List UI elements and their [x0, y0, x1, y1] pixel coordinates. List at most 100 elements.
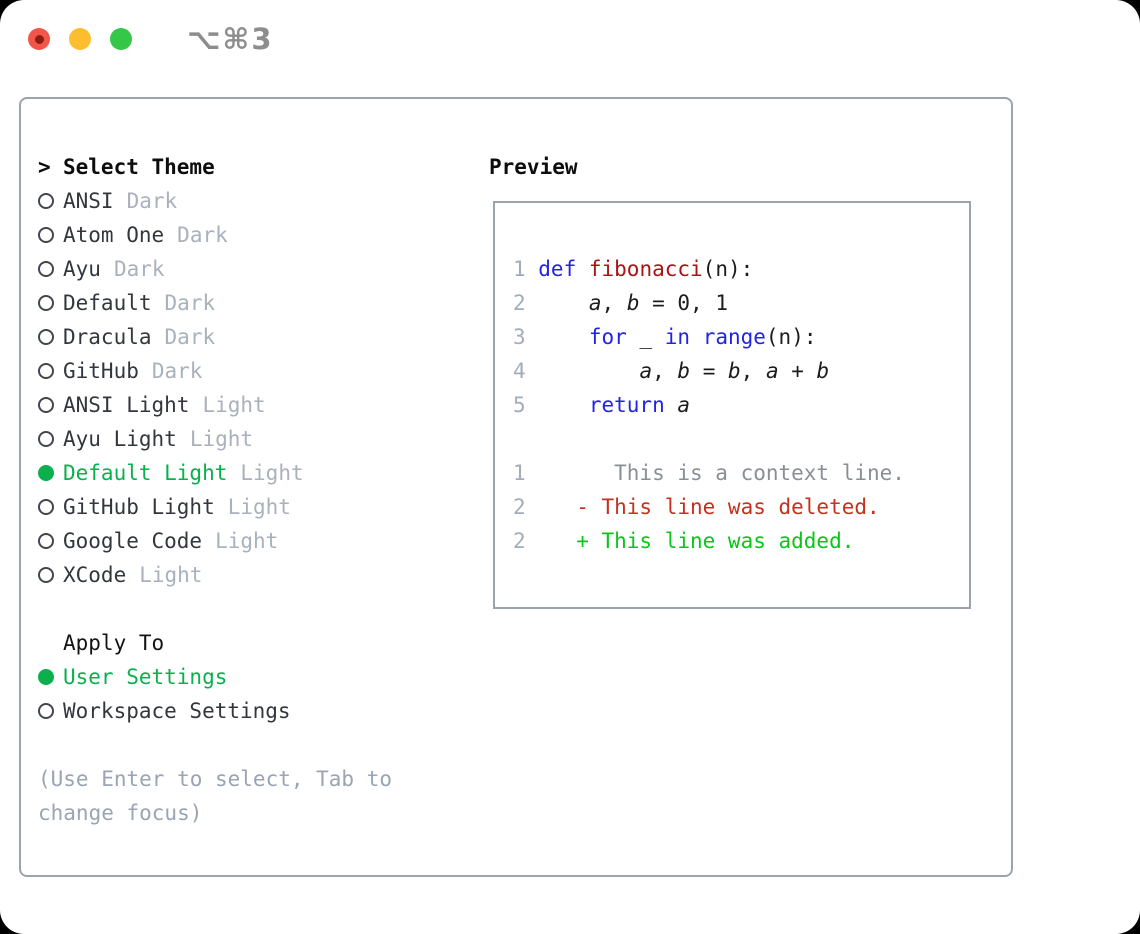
radio-dot-icon: [38, 465, 54, 481]
code-text: return a: [538, 388, 690, 422]
radio-icon: [38, 363, 63, 379]
code-token: [538, 359, 639, 383]
code-token: ,: [652, 359, 678, 383]
line-number: 1: [513, 257, 526, 281]
code-line: 5 return a: [513, 388, 969, 422]
code-line: 2 + This line was added.: [513, 524, 969, 558]
code-token: for: [588, 325, 627, 349]
line-number: 3: [513, 325, 526, 349]
code-token: b: [677, 359, 691, 383]
radio-dot-icon: [38, 669, 54, 685]
theme-list-title: Select Theme: [63, 155, 215, 179]
code-token: a: [765, 359, 779, 383]
radio-icon: [38, 465, 63, 481]
theme-variant: Dark: [126, 189, 178, 213]
theme-variant: Light: [215, 529, 279, 553]
radio-dot-icon: [38, 329, 54, 345]
code-token: - This line was deleted.: [538, 495, 880, 519]
code-text: - This line was deleted.: [538, 490, 879, 524]
theme-option[interactable]: Atom One Dark: [38, 218, 487, 252]
code-token: b: [727, 359, 741, 383]
theme-variant: Dark: [177, 223, 228, 247]
code-token: ,: [601, 291, 627, 315]
code-token: ,: [740, 359, 766, 383]
radio-icon: [38, 703, 63, 719]
theme-variant: Dark: [151, 359, 203, 383]
code-token: This is a context line.: [538, 461, 905, 485]
keyboard-hint: (Use Enter to select, Tab to change focu…: [38, 767, 393, 825]
apply-to-header: Apply To: [38, 626, 487, 660]
cursor-icon: >: [38, 155, 51, 179]
radio-dot-icon: [38, 193, 54, 209]
apply-option[interactable]: Workspace Settings: [38, 694, 487, 728]
code-token: fibonacci: [588, 257, 703, 281]
minimize-button-icon[interactable]: [69, 28, 91, 50]
radio-icon: [38, 397, 63, 413]
line-number: 5: [513, 393, 526, 417]
code-text: + This line was added.: [538, 524, 854, 558]
radio-dot-icon: [38, 397, 54, 413]
code-line: 1 def fibonacci(n):: [513, 252, 969, 286]
code-line: 3 for _ in range(n):: [513, 320, 969, 354]
code-token: a: [677, 393, 691, 417]
radio-dot-icon: [38, 295, 54, 311]
code-token: + This line was added.: [538, 529, 855, 553]
code-token: a: [588, 291, 602, 315]
code-token: def: [538, 257, 577, 281]
theme-name: Ayu Light: [63, 427, 177, 451]
theme-option[interactable]: GitHub Dark: [38, 354, 487, 388]
line-number: 2: [513, 495, 526, 519]
line-number: 4: [513, 359, 526, 383]
radio-icon: [38, 669, 63, 685]
theme-name: Atom One: [63, 223, 165, 247]
theme-name: Ayu: [63, 257, 101, 281]
theme-variant: Dark: [164, 325, 216, 349]
line-number: 1: [513, 461, 526, 485]
code-token: [538, 325, 589, 349]
close-button-icon[interactable]: [28, 28, 50, 50]
theme-name: Google Code: [63, 529, 203, 553]
radio-dot-icon: [38, 703, 54, 719]
title-bar: ⌥⌘3: [0, 0, 1140, 78]
theme-name: GitHub: [63, 359, 139, 383]
radio-icon: [38, 193, 63, 209]
theme-list-header: > Select Theme: [38, 150, 487, 184]
code-line: [513, 422, 969, 456]
line-number: 2: [513, 529, 526, 553]
code-line: 2 a, b = 0, 1: [513, 286, 969, 320]
code-line: 1 This is a context line.: [513, 456, 969, 490]
code-token: a: [639, 359, 653, 383]
radio-icon: [38, 533, 63, 549]
code-token: =: [690, 359, 728, 383]
theme-option[interactable]: GitHub Light Light: [38, 490, 487, 524]
window-title: ⌥⌘3: [187, 22, 274, 56]
radio-icon: [38, 499, 63, 515]
apply-option[interactable]: User Settings: [38, 660, 487, 694]
radio-icon: [38, 431, 63, 447]
code-text: def fibonacci(n):: [538, 252, 753, 286]
theme-option[interactable]: Google Code Light: [38, 524, 487, 558]
zoom-button-icon[interactable]: [110, 28, 132, 50]
code-token: +: [778, 359, 817, 383]
preview-title: Preview: [489, 155, 578, 179]
theme-name: GitHub Light: [63, 495, 215, 519]
theme-variant: Light: [227, 495, 291, 519]
apply-option-label: Workspace Settings: [63, 699, 291, 723]
theme-variant: Dark: [164, 291, 216, 315]
apply-option-label: User Settings: [63, 665, 228, 689]
code-token: [538, 393, 589, 417]
theme-variant: Light: [202, 393, 266, 417]
